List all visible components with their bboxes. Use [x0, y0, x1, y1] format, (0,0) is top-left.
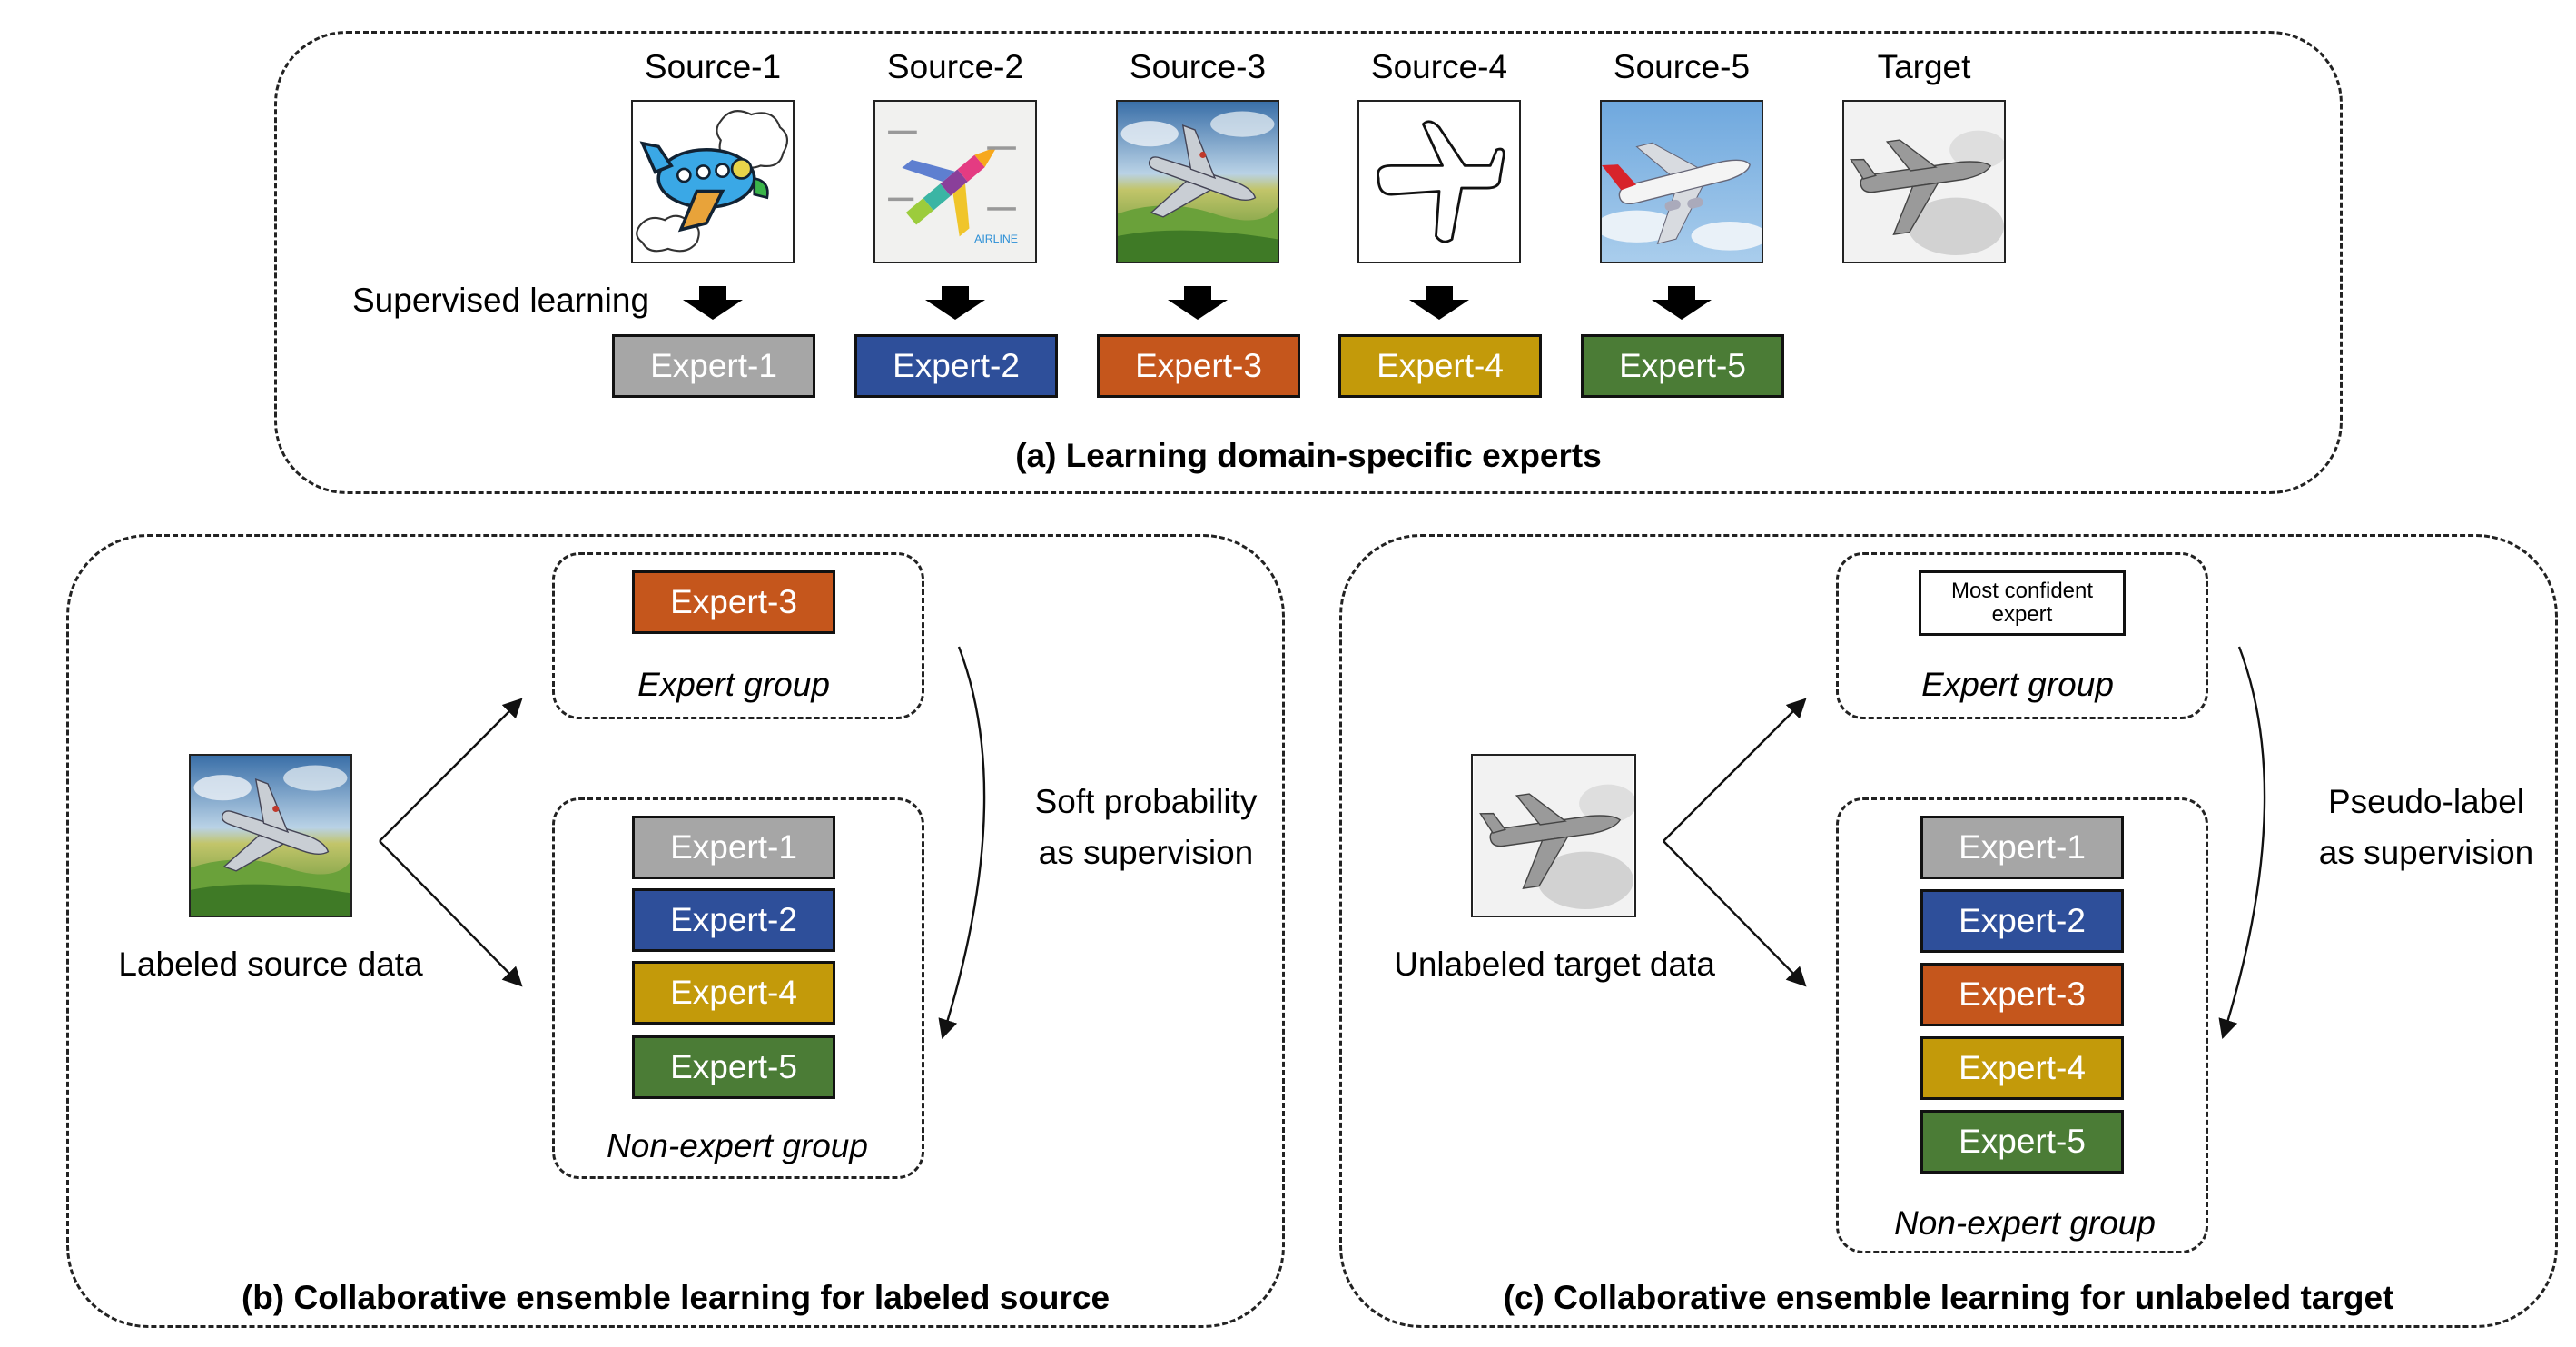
- panel-c: [1339, 534, 2558, 1328]
- expert-1-box: Expert-1: [1920, 816, 2124, 879]
- most-confident-expert-box: Most confident expert: [1919, 570, 2126, 636]
- non-expert-group-title: Non-expert group: [607, 1127, 868, 1164]
- expert-4-box: Expert-4: [1338, 334, 1542, 398]
- panel-c-caption: (c) Collaborative ensemble learning for …: [1503, 1279, 2394, 1316]
- labeled-source-painting-icon: [189, 754, 352, 917]
- unlabeled-target-label: Unlabeled target data: [1394, 946, 1715, 983]
- supervision-label-line2: as supervision: [1038, 834, 1254, 871]
- target-label: Target: [1877, 48, 1971, 85]
- infographic-airplane-icon: AIRLINE: [873, 100, 1037, 263]
- expert-group-b: [552, 552, 924, 719]
- expert-3-box: Expert-3: [1097, 334, 1300, 398]
- source-5-label: Source-5: [1613, 48, 1751, 85]
- panel-a-caption: (a) Learning domain-specific experts: [1015, 437, 1602, 474]
- non-expert-group-c: [1836, 797, 2208, 1253]
- expert-2-box: Expert-2: [854, 334, 1058, 398]
- supervision-label-line2: as supervision: [2318, 834, 2534, 871]
- sketch-airplane-icon: [1357, 100, 1521, 263]
- supervision-label-line1: Pseudo-label: [2328, 783, 2524, 820]
- expert-1-box: Expert-1: [612, 334, 815, 398]
- expert-4-box: Expert-4: [1920, 1036, 2124, 1100]
- expert-group-c: [1836, 552, 2208, 719]
- photo-airplane-icon: [1600, 100, 1763, 263]
- unlabeled-target-sketch-icon: [1471, 754, 1636, 917]
- expert-4-box: Expert-4: [632, 961, 835, 1025]
- panel-b: [66, 534, 1285, 1328]
- supervision-label-line1: Soft probability: [1034, 783, 1258, 820]
- expert-2-box: Expert-2: [1920, 889, 2124, 953]
- expert-5-box: Expert-5: [632, 1035, 835, 1099]
- expert-3-box: Expert-3: [1920, 963, 2124, 1026]
- expert-group-title: Expert group: [637, 666, 830, 703]
- source-1-label: Source-1: [644, 48, 782, 85]
- pencil-sketch-airplane-icon: [1842, 100, 2006, 263]
- expert-5-box: Expert-5: [1581, 334, 1784, 398]
- labeled-source-label: Labeled source data: [118, 946, 423, 983]
- source-4-label: Source-4: [1370, 48, 1508, 85]
- painting-airplane-icon: [1116, 100, 1279, 263]
- expert-group-title: Expert group: [1921, 666, 2114, 703]
- panel-a: [274, 31, 2343, 494]
- expert-1-box: Expert-1: [632, 816, 835, 879]
- expert-2-box: Expert-2: [632, 888, 835, 952]
- cartoon-airplane-icon: [631, 100, 795, 263]
- expert-5-box: Expert-5: [1920, 1110, 2124, 1174]
- svg-text:AIRLINE: AIRLINE: [974, 233, 1018, 245]
- supervised-learning-label: Supervised learning: [352, 282, 650, 319]
- panel-b-caption: (b) Collaborative ensemble learning for …: [241, 1279, 1110, 1316]
- source-3-label: Source-3: [1129, 48, 1267, 85]
- non-expert-group-title: Non-expert group: [1894, 1204, 2156, 1242]
- expert-3-box: Expert-3: [632, 570, 835, 634]
- source-2-label: Source-2: [886, 48, 1024, 85]
- non-expert-group-b: [552, 797, 924, 1179]
